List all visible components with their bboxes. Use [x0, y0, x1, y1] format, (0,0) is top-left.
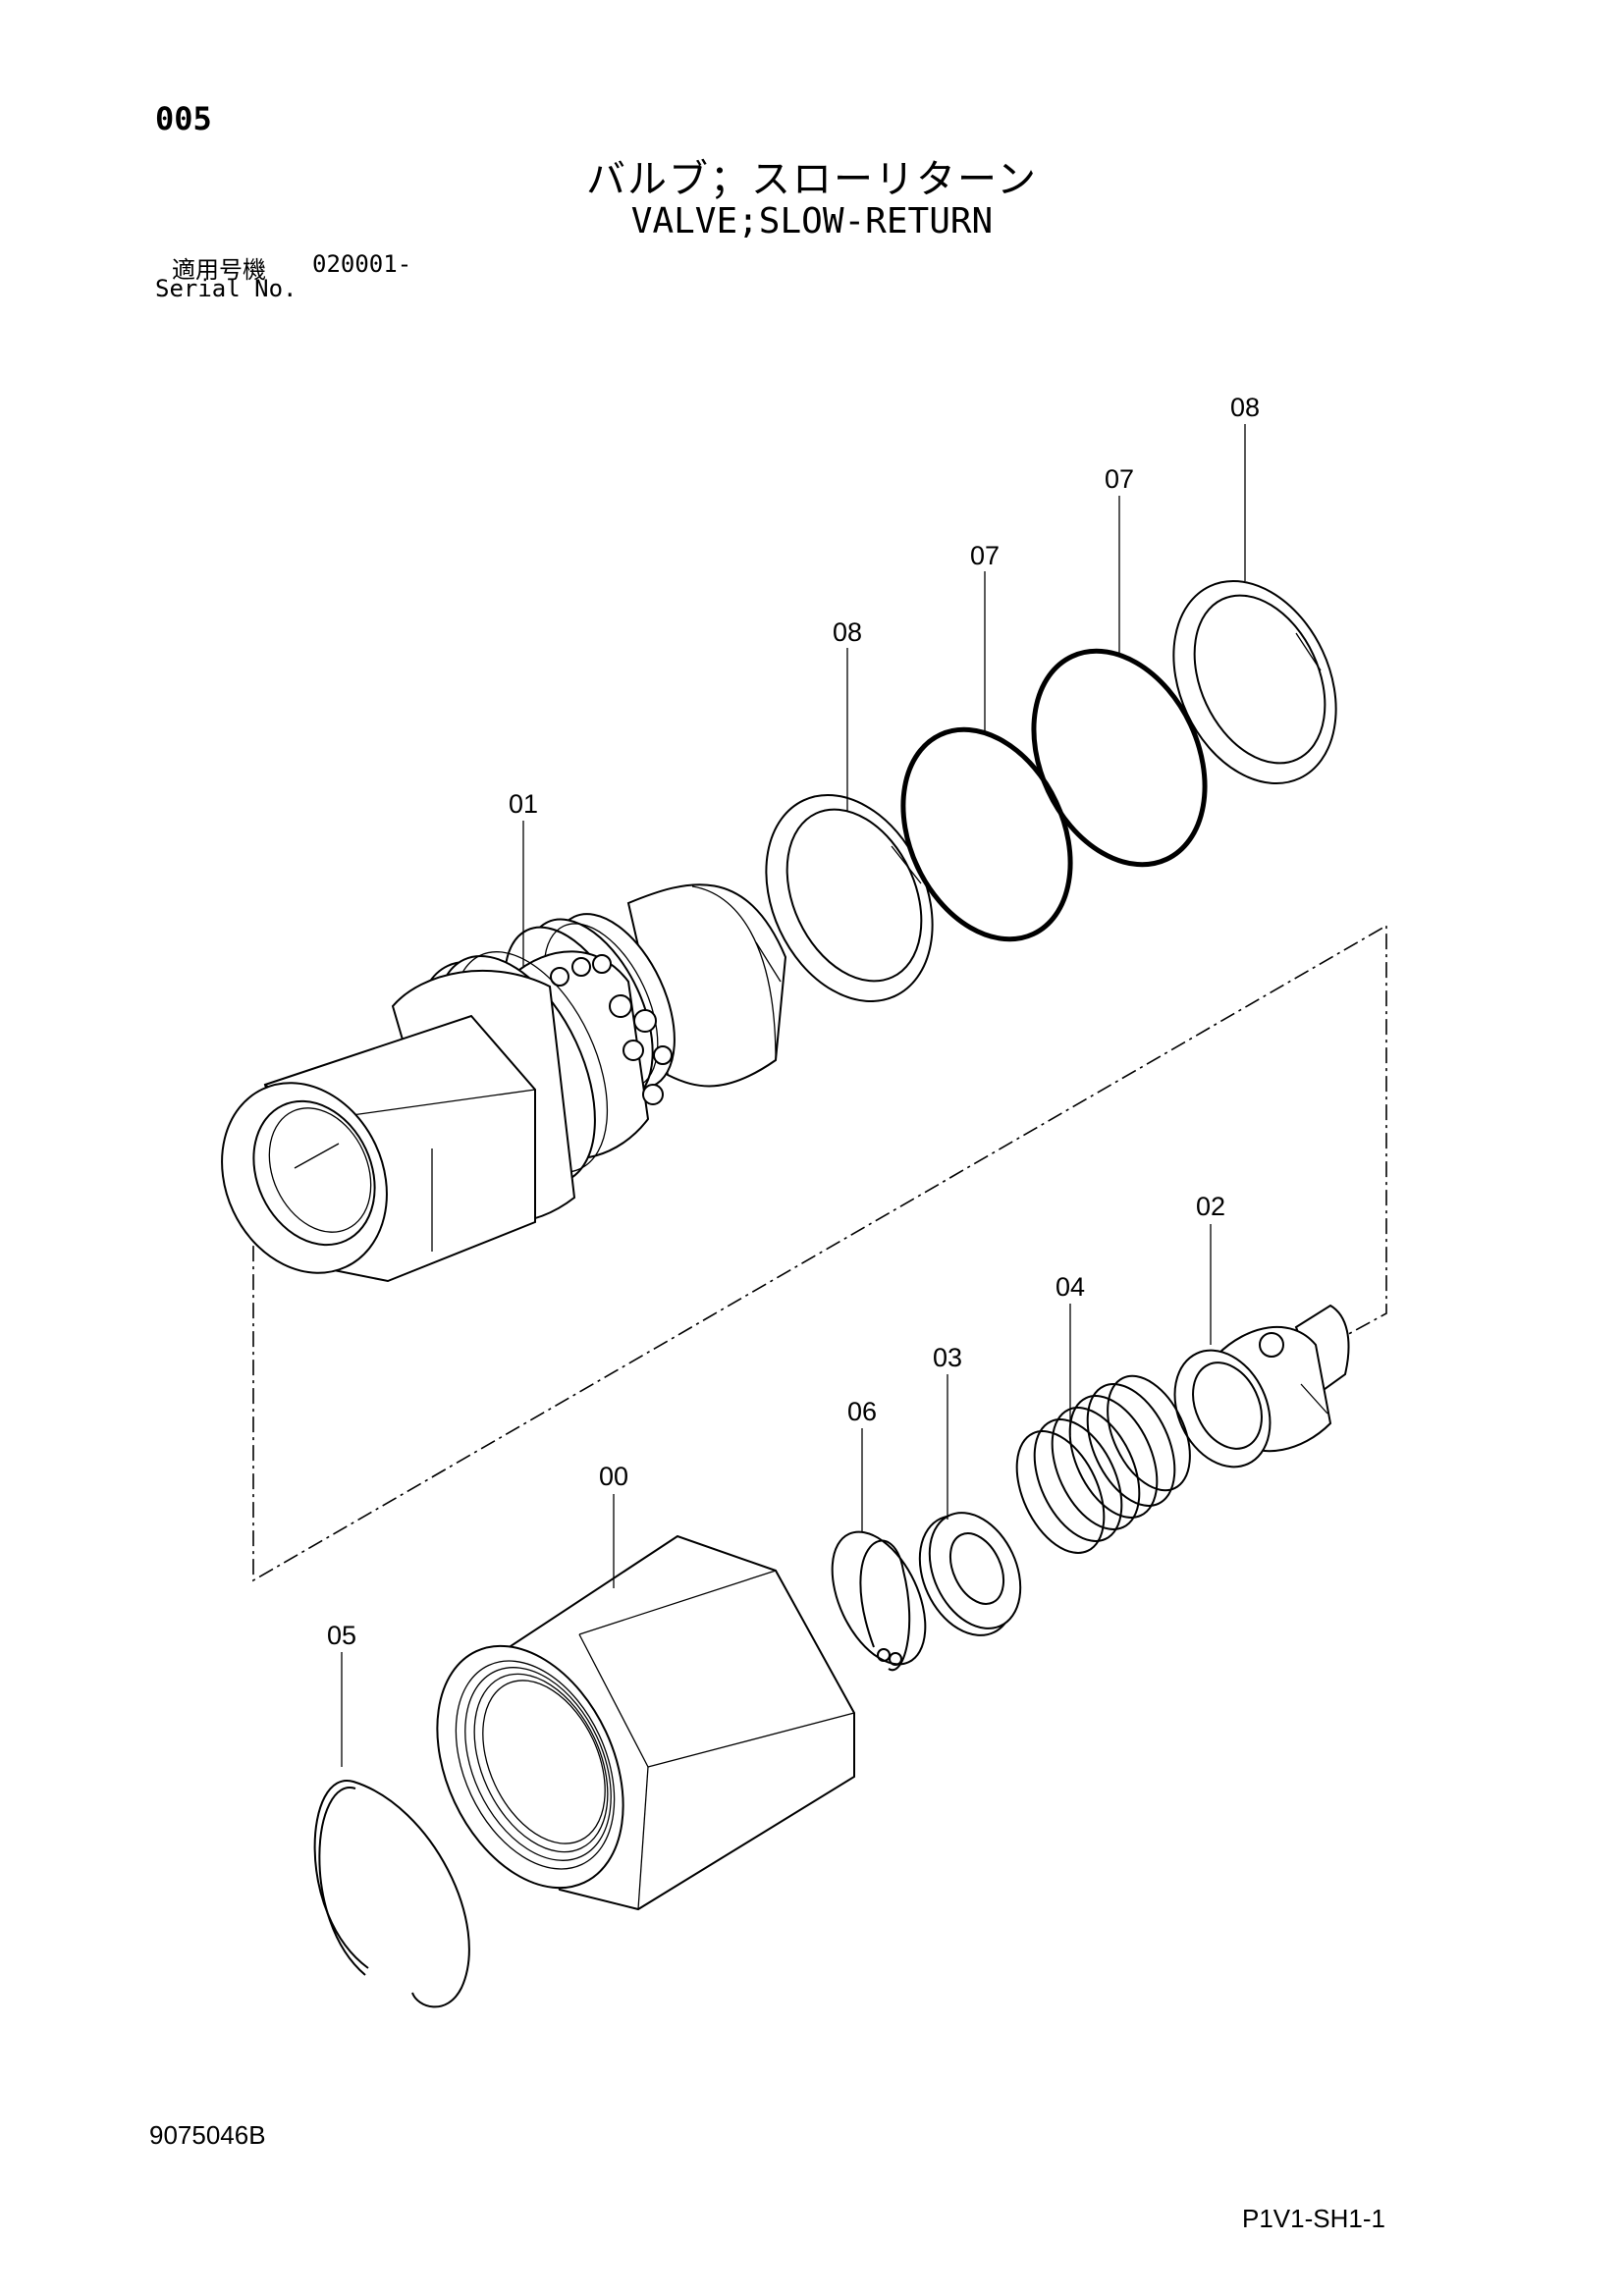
part-label-00: 00 — [599, 1462, 628, 1491]
part-03-seat — [918, 1512, 1022, 1636]
page-number: 005 — [155, 100, 212, 137]
part-04-spring — [1015, 1374, 1191, 1554]
part-label-03: 03 — [933, 1343, 962, 1372]
part-07b-o-ring — [1031, 648, 1208, 868]
part-label-04: 04 — [1056, 1272, 1085, 1302]
serial-label-japanese: 適用号機 — [172, 256, 266, 284]
part-label-08b: 08 — [1230, 393, 1260, 422]
title-english: VALVE;SLOW-RETURN — [630, 201, 994, 241]
part-label-02: 02 — [1196, 1192, 1225, 1221]
part-label-06: 06 — [847, 1397, 877, 1426]
serial-label-english: Serial No. — [155, 275, 298, 302]
title-japanese: バルブ；スローリターン — [586, 157, 1038, 202]
part-label-07a: 07 — [970, 541, 1000, 570]
part-label-08a: 08 — [833, 617, 862, 647]
part-08a-backup-ring — [765, 793, 934, 1003]
part-labels: 01 08 07 07 08 02 04 03 06 00 05 — [327, 393, 1260, 1650]
part-06-snap-ring — [831, 1530, 927, 1672]
leader-lines — [341, 424, 1246, 1767]
serial-number-value: 020001- — [312, 250, 412, 278]
part-label-05: 05 — [327, 1621, 356, 1650]
part-label-01: 01 — [509, 789, 538, 819]
drawing-number: 9075046B — [149, 2120, 266, 2150]
part-05-retaining-ring — [313, 1779, 470, 2008]
part-08b-backup-ring — [1172, 579, 1337, 785]
sheet-id: P1V1-SH1-1 — [1242, 2204, 1385, 2233]
part-label-07b: 07 — [1105, 464, 1134, 494]
part-02-poppet — [1173, 1304, 1350, 1468]
part-01-valve-body — [221, 883, 787, 1283]
part-00-hex-nut — [436, 1534, 855, 1911]
assembly-axis-lines — [252, 924, 1387, 1582]
